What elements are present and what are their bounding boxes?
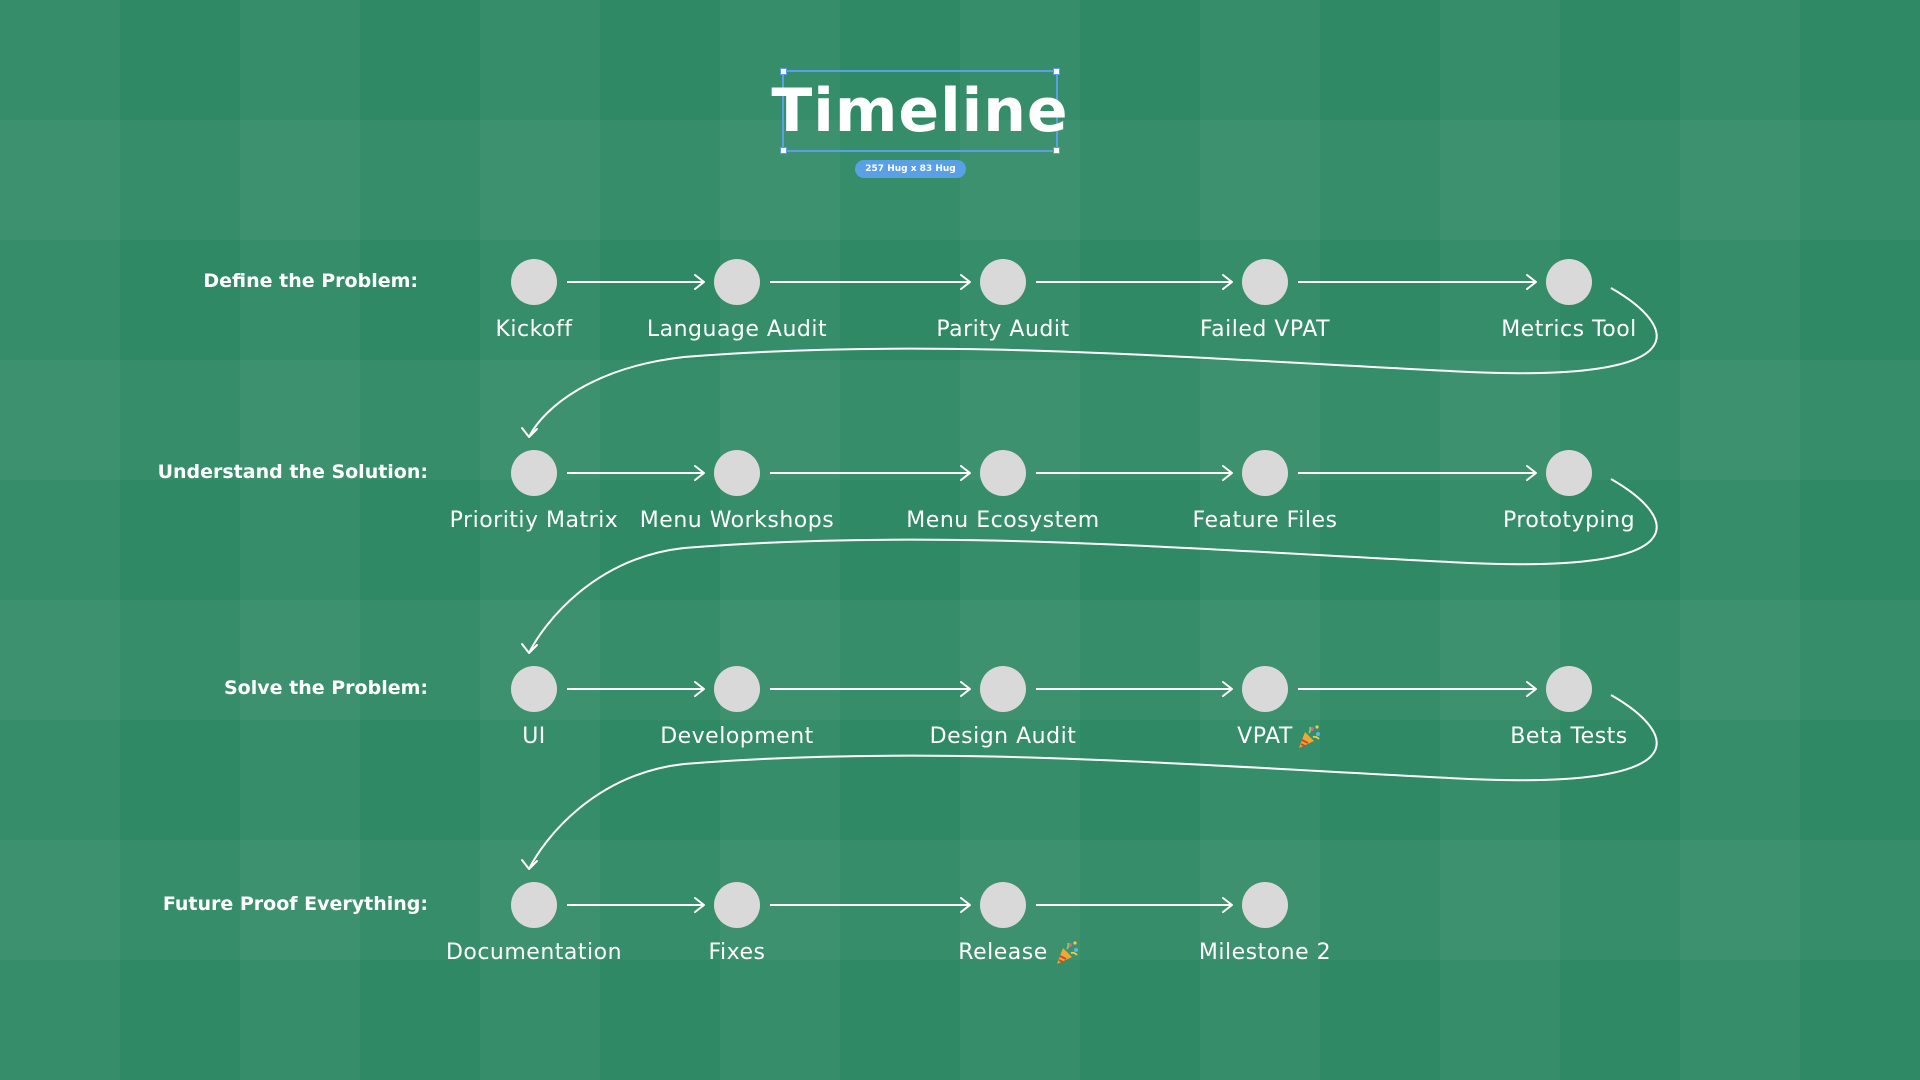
row-wrap-connector [528,478,1658,654]
milestone-label: Fixes [708,940,766,965]
milestone-label: UI [522,724,546,749]
party-popper-icon [1057,941,1079,964]
step-arrow-head [960,465,971,481]
resize-handle-top-right[interactable] [1053,68,1060,75]
milestone-node[interactable] [1546,450,1592,496]
milestone-node[interactable] [511,259,557,305]
milestone-node[interactable] [1546,259,1592,305]
milestone-label: Parity Audit [936,317,1070,342]
step-arrow-head [694,274,705,290]
row-wrap-connector [528,694,1658,870]
step-arrow-head [960,897,971,913]
row-label: Understand the Solution: [157,461,428,483]
step-arrow-head [1526,274,1537,290]
row-wrap-arrowhead [521,427,538,438]
step-arrow-head [960,274,971,290]
row-wrap-arrowhead [521,643,538,654]
size-badge: 257 Hug x 83 Hug [855,160,966,178]
resize-handle-bottom-right[interactable] [1053,147,1060,154]
resize-handle-top-left[interactable] [780,68,787,75]
milestone-label: Milestone 2 [1198,940,1332,965]
step-arrow-head [1222,274,1233,290]
milestone-node[interactable] [714,882,760,928]
title-frame[interactable]: Timeline [771,68,1069,154]
step-arrow-head [694,465,705,481]
milestone-label: Language Audit [646,317,828,342]
milestone-node[interactable] [1546,666,1592,712]
row-label: Future Proof Everything: [162,893,428,915]
milestone-label: Development [660,724,814,749]
row-label: Define the Problem: [203,270,418,292]
milestone-node[interactable] [1242,882,1288,928]
party-popper-icon [1299,725,1320,748]
row-wrap-arrowhead [521,859,538,870]
milestone-node[interactable] [1242,666,1288,712]
milestone-node[interactable] [1242,259,1288,305]
milestone-label: Kickoff [495,317,573,342]
milestone-node[interactable] [980,666,1026,712]
milestone-node[interactable] [511,882,557,928]
milestone-node[interactable] [714,259,760,305]
milestone-node[interactable] [511,666,557,712]
row-wrap-connector [528,287,1658,438]
milestone-node[interactable] [980,450,1026,496]
milestone-node[interactable] [980,259,1026,305]
milestone-label: Prototyping [1502,508,1636,533]
milestone-label: Documentation [445,940,623,965]
milestone-label: Feature Files [1192,508,1338,533]
milestone-node[interactable] [1242,450,1288,496]
milestone-node[interactable] [980,882,1026,928]
milestone-label: Metrics Tool [1501,317,1637,342]
step-arrow-head [960,681,971,697]
step-arrow-head [1222,465,1233,481]
milestone-label: Beta Tests [1510,724,1628,749]
step-arrow-head [1222,681,1233,697]
milestone-label: VPAT [1237,724,1293,749]
step-arrow-head [1526,465,1537,481]
milestone-label: Menu Ecosystem [906,508,1100,533]
row-label: Solve the Problem: [224,677,428,699]
step-arrow-head [1526,681,1537,697]
milestone-label: Release [958,940,1048,965]
milestone-label: Design Audit [929,724,1077,749]
step-arrow-head [694,897,705,913]
milestone-label: Prioritiy Matrix [449,508,619,533]
milestone-label: Menu Workshops [639,508,835,533]
milestone-node[interactable] [511,450,557,496]
milestone-label: Failed VPAT [1199,317,1331,342]
step-arrow-head [1222,897,1233,913]
page-title[interactable]: Timeline [771,76,1069,146]
milestone-node[interactable] [714,450,760,496]
step-arrow-head [694,681,705,697]
milestone-node[interactable] [714,666,760,712]
resize-handle-bottom-left[interactable] [780,147,787,154]
